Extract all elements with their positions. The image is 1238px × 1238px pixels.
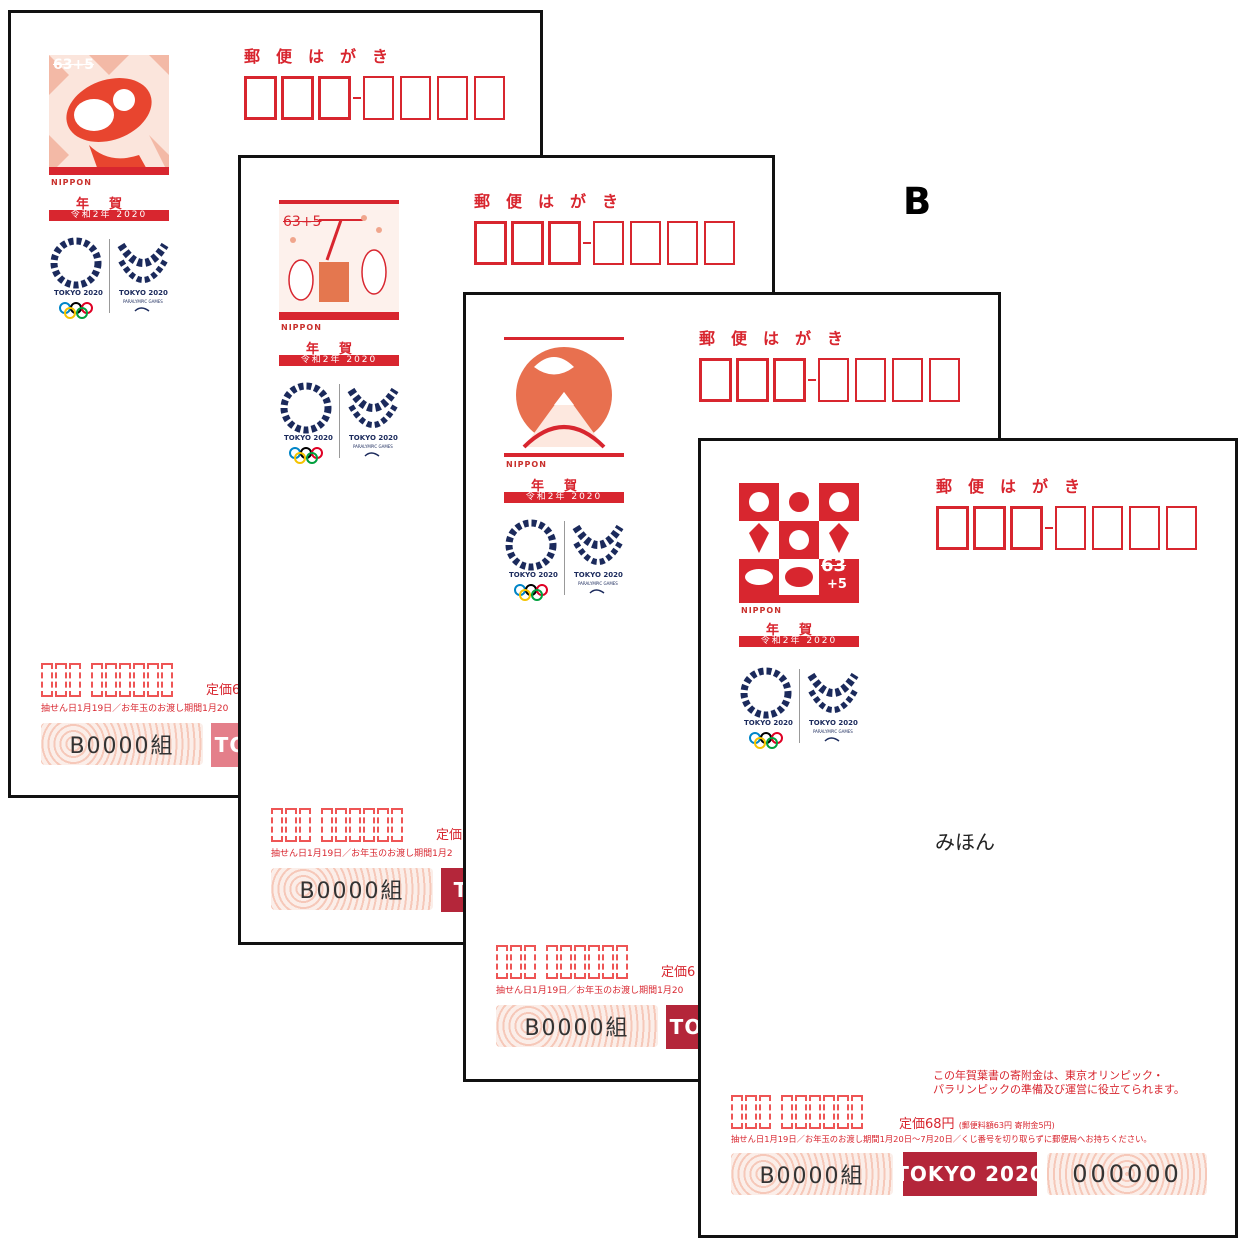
lottery-info: 抽せん日1月19日／お年玉のお渡し期間1月2 bbox=[271, 849, 453, 859]
nenga-label: 年賀 bbox=[530, 479, 597, 494]
tokyo2020-para-text: TOKYO 2020 bbox=[574, 571, 623, 579]
paralympic-text: PARALYMPIC GAMES bbox=[813, 729, 853, 734]
nippon-mark: NIPPON bbox=[51, 178, 92, 187]
price-label: 定価6 bbox=[206, 683, 241, 698]
tokyo2020-text: TOKYO 2020 bbox=[744, 719, 793, 727]
tokyo2020-emblems: TOKYO 2020 TOKYO 2020 PARALYMPIC GAMES bbox=[739, 663, 859, 753]
price-label: 定価68円 (郵便料額63円 寄附金5円) bbox=[899, 1113, 1055, 1132]
price-main: 定価68円 bbox=[899, 1117, 955, 1132]
sender-zip-boxes bbox=[731, 1095, 865, 1129]
lottery-info: 抽せん日1月19日／お年玉のお渡し期間1月20 bbox=[496, 986, 684, 996]
tokyo2020-para-text: TOKYO 2020 bbox=[119, 289, 168, 297]
stamp-carp-mouse: 63+5 bbox=[49, 55, 169, 175]
postal-code-boxes bbox=[936, 506, 1203, 550]
nenga-label: 年賀 bbox=[75, 197, 142, 212]
stamp-rice-pounding-mice: 63+5 bbox=[279, 200, 399, 320]
tokyo2020-para-text: TOKYO 2020 bbox=[809, 719, 858, 727]
postcard-4: 63 +5 NIPPON 年賀 令和2年 2020 TOKYO 2020 TOK… bbox=[698, 438, 1238, 1238]
donation-note-line2: パラリンピックの準備及び運営に役立てられます。 bbox=[933, 1083, 1185, 1096]
paralympic-text: PARALYMPIC GAMES bbox=[123, 299, 163, 304]
sender-zip-boxes bbox=[271, 808, 405, 842]
reiwa-label: 令和2年 2020 bbox=[279, 355, 399, 366]
sender-zip-boxes bbox=[496, 945, 630, 979]
tokyo2020-text: TOKYO 2020 bbox=[54, 289, 103, 297]
postal-code-boxes bbox=[699, 358, 966, 402]
header-yubin-hagaki: 郵便はがき bbox=[474, 192, 635, 211]
nippon-mark: NIPPON bbox=[506, 460, 547, 469]
reiwa-label: 令和2年 2020 bbox=[504, 492, 624, 503]
tokyo2020-emblems: TOKYO 2020 TOKYO 2020 PARALYMPIC GAMES bbox=[279, 378, 399, 468]
nippon-mark: NIPPON bbox=[741, 606, 782, 615]
lottery-group: B0000組 bbox=[271, 868, 433, 910]
lottery-group: B0000組 bbox=[41, 723, 203, 765]
sample-watermark: みほん bbox=[935, 830, 995, 854]
stamp-value: 63+5 bbox=[53, 57, 94, 73]
stamp-surcharge: +5 bbox=[827, 577, 847, 592]
stamp-value: 63+5 bbox=[283, 214, 322, 230]
sender-zip-boxes bbox=[41, 663, 175, 697]
header-yubin-hagaki: 郵便はがき bbox=[699, 329, 860, 348]
header-yubin-hagaki: 郵便はがき bbox=[244, 47, 405, 66]
figure-label: B bbox=[903, 180, 932, 223]
nenga-label: 年賀 bbox=[765, 623, 832, 638]
lottery-group: B0000組 bbox=[731, 1153, 893, 1195]
price-detail: (郵便料額63円 寄附金5円) bbox=[958, 1121, 1055, 1130]
paralympic-text: PARALYMPIC GAMES bbox=[353, 444, 393, 449]
price-label: 定価 bbox=[436, 828, 463, 843]
nenga-label: 年賀 bbox=[305, 342, 372, 357]
postal-code-boxes bbox=[244, 76, 511, 120]
reiwa-label: 令和2年 2020 bbox=[739, 636, 859, 647]
stamp-checkered-mouse: 63 +5 bbox=[739, 483, 859, 603]
reiwa-label: 令和2年 2020 bbox=[49, 210, 169, 221]
paralympic-text: PARALYMPIC GAMES bbox=[578, 581, 618, 586]
tokyo2020-emblems: TOKYO 2020 TOKYO 2020 PARALYMPIC GAMES bbox=[504, 515, 624, 605]
tokyo2020-text: TOKYO 2020 bbox=[509, 571, 558, 579]
donation-note: この年賀葉書の寄附金は、東京オリンピック・ パラリンピックの準備及び運営に役立て… bbox=[933, 1069, 1185, 1097]
header-yubin-hagaki: 郵便はがき bbox=[936, 477, 1097, 496]
price-label: 定価6 bbox=[661, 965, 696, 980]
tokyo2020-banner: TOKYO 2020 bbox=[895, 1152, 1044, 1196]
lottery-info: 抽せん日1月19日／お年玉のお渡し期間1月20 bbox=[41, 704, 229, 714]
postal-code-boxes bbox=[474, 221, 741, 265]
lottery-group: B0000組 bbox=[496, 1005, 658, 1047]
tokyo2020-para-text: TOKYO 2020 bbox=[349, 434, 398, 442]
tokyo2020-text: TOKYO 2020 bbox=[284, 434, 333, 442]
lottery-number: 000000 bbox=[1047, 1153, 1207, 1195]
stamp-mouse-fuji bbox=[504, 337, 624, 457]
tokyo2020-emblems: TOKYO 2020 TOKYO 2020 PARALYMPIC GAMES bbox=[49, 233, 169, 323]
stamp-value: 63 bbox=[821, 555, 847, 576]
nippon-mark: NIPPON bbox=[281, 323, 322, 332]
donation-note-line1: この年賀葉書の寄附金は、東京オリンピック・ bbox=[933, 1069, 1164, 1082]
lottery-info: 抽せん日1月19日／お年玉のお渡し期間1月20日～7月20日／くじ番号を切り取ら… bbox=[731, 1134, 1152, 1144]
